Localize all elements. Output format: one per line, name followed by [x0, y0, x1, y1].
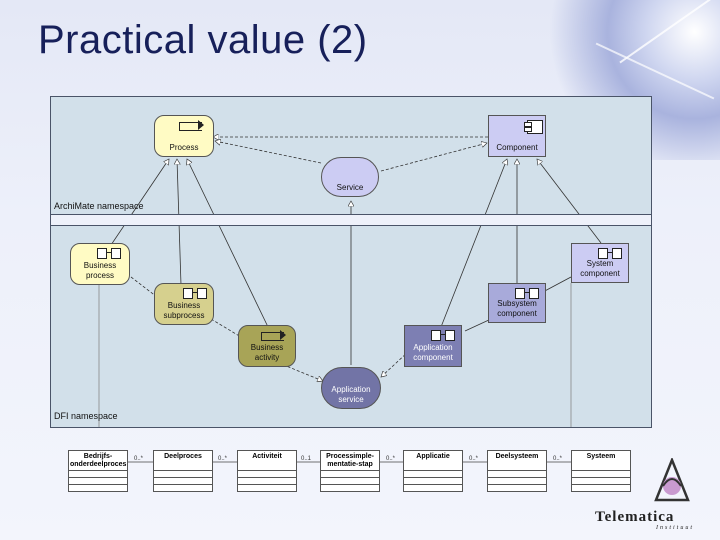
table-processimplementatie-stap[interactable]: Processimple- mentatie-stap [320, 450, 380, 492]
application-service-label-1: Application [331, 385, 371, 394]
business-process-label-1: Business [83, 261, 117, 270]
application-component-label-2: component [413, 353, 453, 362]
system-component-node[interactable]: System component [571, 243, 629, 283]
subsystem-component-label-1: Subsystem [497, 299, 537, 308]
multiplicity-label: 0..* [386, 456, 396, 462]
application-component-label-1: Application [413, 343, 453, 352]
table-header: Activiteit [238, 451, 296, 471]
subsystem-component-icon [515, 288, 545, 299]
telematica-logo-icon [654, 458, 690, 502]
subsystem-component-label-2: component [497, 309, 537, 318]
telematica-logo-text: Telematica [595, 509, 675, 525]
application-component-icon [431, 330, 461, 341]
table-activiteit[interactable]: Activiteit [237, 450, 297, 492]
application-service-label-2: service [338, 395, 364, 404]
table-bedrijfsonderdeelproces[interactable]: Bedrijfs- onderdeelproces [68, 450, 128, 492]
service-label: Service [336, 183, 364, 192]
multiplicity-label: 0..* [553, 456, 563, 462]
application-service-node[interactable]: Application service [321, 367, 381, 409]
business-process-label-2: process [85, 271, 114, 280]
table-header: Systeem [572, 451, 630, 471]
activity-arrow-icon [261, 330, 287, 341]
telematica-logo-subtitle: Instituut [656, 525, 695, 531]
process-label: Process [169, 143, 199, 152]
slide-title: Practical value (2) [38, 18, 368, 62]
process-node[interactable]: Process [154, 115, 214, 157]
business-subprocess-label-2: subprocess [163, 311, 205, 320]
table-deelsysteem[interactable]: Deelsysteem [487, 450, 547, 492]
namespace-divider [51, 214, 651, 226]
business-subprocess-label-1: Business [167, 301, 201, 310]
table-header: Deelproces [154, 451, 212, 471]
relation-lines [98, 97, 602, 427]
business-subprocess-node[interactable]: Business subprocess [154, 283, 214, 325]
business-process-icon [97, 248, 127, 259]
component-label: Component [496, 143, 538, 152]
application-component-node[interactable]: Application component [404, 325, 462, 367]
business-activity-label-1: Business [250, 343, 284, 352]
table-deelproces[interactable]: Deelproces [153, 450, 213, 492]
process-arrow-icon [179, 120, 205, 131]
table-header: Applicatie [404, 451, 462, 471]
business-subprocess-icon [183, 288, 213, 299]
multiplicity-label: 0..1 [301, 456, 312, 462]
service-node[interactable]: Service [321, 157, 379, 197]
business-activity-node[interactable]: Business activity [238, 325, 296, 367]
multiplicity-label: 0..* [469, 456, 479, 462]
multiplicity-label: 0..* [134, 456, 144, 462]
component-node[interactable]: Component [488, 115, 546, 157]
table-applicatie[interactable]: Applicatie [403, 450, 463, 492]
business-activity-label-2: activity [254, 353, 280, 362]
system-component-label-2: component [580, 269, 620, 278]
table-header: Bedrijfs- onderdeelproces [69, 451, 127, 471]
multiplicity-label: 0..* [218, 456, 228, 462]
metamodel-diagram: ArchiMate namespace DFI namespace Proces… [50, 96, 652, 428]
table-header: Deelsysteem [488, 451, 546, 471]
archimate-namespace-label: ArchiMate namespace [54, 201, 144, 211]
component-icon [524, 120, 543, 134]
dfi-namespace-label: DFI namespace [54, 411, 118, 421]
business-process-node[interactable]: Business process [70, 243, 130, 285]
subsystem-component-node[interactable]: Subsystem component [488, 283, 546, 323]
table-header: Processimple- mentatie-stap [321, 451, 379, 471]
table-systeem[interactable]: Systeem [571, 450, 631, 492]
system-component-icon [598, 248, 628, 259]
system-component-label-1: System [586, 259, 614, 268]
